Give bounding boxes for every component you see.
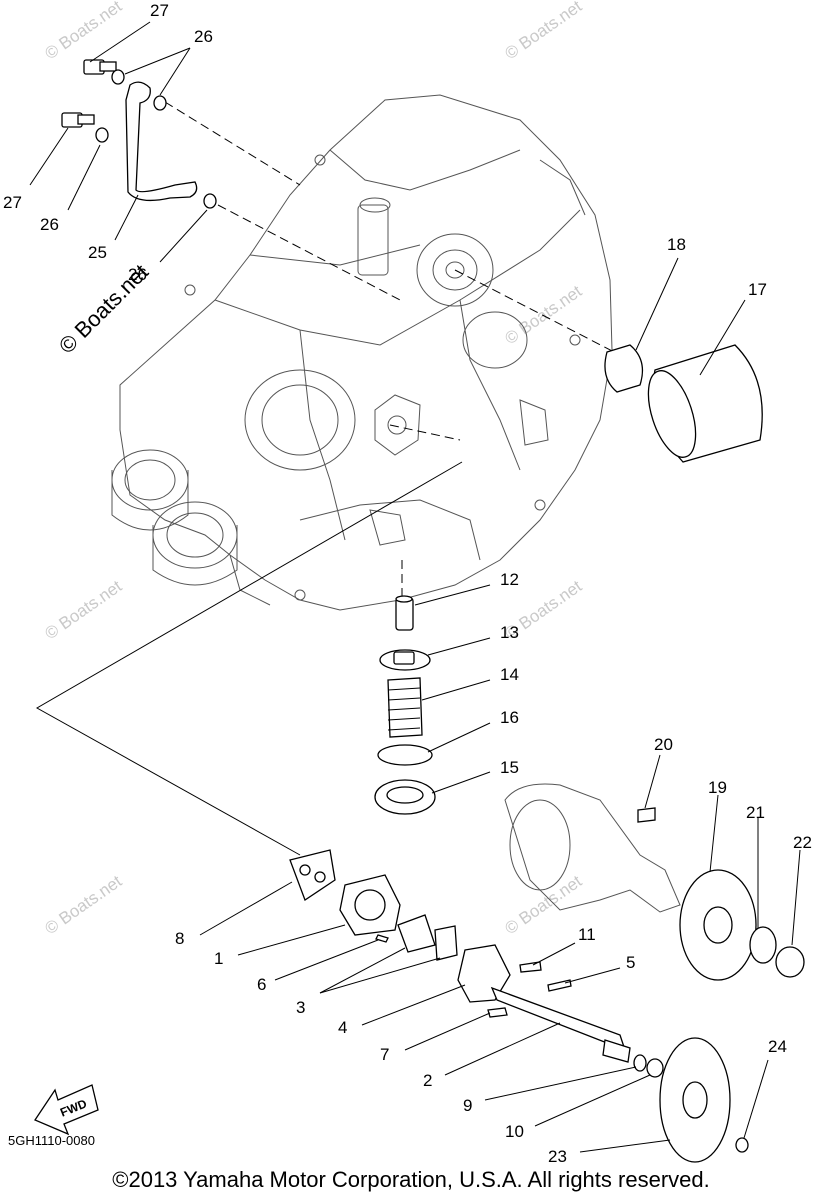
watermark: © Boats.net bbox=[501, 281, 585, 348]
oil-filter-group bbox=[604, 344, 763, 463]
washer-upper-a bbox=[111, 69, 125, 85]
oil-pump-cover-4 bbox=[457, 944, 511, 1003]
watermark: © Boats.net bbox=[41, 576, 125, 643]
callout-2: 2 bbox=[423, 1071, 432, 1090]
callout-25: 25 bbox=[88, 243, 107, 262]
copyright-notice: ©2013 Yamaha Motor Corporation, U.S.A. A… bbox=[112, 1167, 710, 1192]
callout-15: 15 bbox=[500, 758, 519, 777]
callout-24: 24 bbox=[768, 1037, 787, 1056]
watermark: © Boats.net bbox=[501, 871, 585, 938]
forward-arrow-icon: FWD bbox=[34, 1084, 99, 1136]
phantom-lines bbox=[35, 101, 621, 856]
callout-8: 8 bbox=[175, 929, 184, 948]
callout-labels: 27 26 27 26 25 26 18 17 12 13 14 16 15 2… bbox=[3, 1, 812, 1166]
callout-20: 20 bbox=[654, 735, 673, 754]
washer-lower-b bbox=[203, 193, 217, 209]
gasket-8 bbox=[289, 849, 336, 901]
callout-4: 4 bbox=[338, 1018, 347, 1037]
pipe-12 bbox=[395, 597, 414, 631]
callout-18: 18 bbox=[667, 235, 686, 254]
circlip-9 bbox=[633, 1054, 647, 1072]
callout-16: 16 bbox=[500, 708, 519, 727]
washer-21 bbox=[749, 926, 777, 964]
callout-13: 13 bbox=[500, 623, 519, 642]
screw-11 bbox=[519, 961, 542, 973]
pin-6 bbox=[375, 934, 389, 943]
pin-5 bbox=[547, 979, 572, 992]
impeller-shaft-group bbox=[504, 783, 805, 981]
callout-9: 9 bbox=[463, 1096, 472, 1115]
watermarks: © Boats.net © Boats.net © Boats.net © Bo… bbox=[41, 0, 585, 938]
callout-26: 26 bbox=[40, 215, 59, 234]
rotor-outer-3 bbox=[397, 914, 436, 953]
oil-filter-union-bolt bbox=[604, 344, 644, 393]
callout-11: 11 bbox=[578, 925, 596, 944]
callout-27: 27 bbox=[150, 1, 169, 20]
callout-12: 12 bbox=[500, 570, 519, 589]
callout-23: 23 bbox=[548, 1147, 567, 1166]
leader-lines bbox=[29, 21, 801, 1153]
nut-22 bbox=[775, 946, 805, 978]
callout-17: 17 bbox=[748, 280, 767, 299]
callout-3: 3 bbox=[296, 998, 305, 1017]
watermark: © Boats.net bbox=[41, 871, 125, 938]
washer-lower-a bbox=[95, 127, 109, 143]
callout-22: 22 bbox=[793, 833, 812, 852]
watermark: © Boats.net bbox=[501, 0, 585, 63]
spring-14 bbox=[387, 677, 423, 738]
callout-6: 6 bbox=[257, 975, 266, 994]
callout-14: 14 bbox=[500, 665, 519, 684]
watermark: © Boats.net bbox=[41, 0, 125, 63]
washer-10 bbox=[646, 1058, 664, 1078]
o-ring-16 bbox=[377, 744, 433, 766]
key-20 bbox=[637, 807, 656, 823]
callout-27: 27 bbox=[3, 193, 22, 212]
callout-5: 5 bbox=[626, 953, 635, 972]
union-bolt-upper-thread bbox=[99, 61, 117, 72]
oil-pipe-assembly bbox=[61, 59, 217, 209]
union-bolt-lower-thread bbox=[77, 114, 95, 125]
crankcase-illustration bbox=[111, 94, 613, 611]
callout-26: 26 bbox=[194, 27, 213, 46]
oil-pump-group bbox=[289, 849, 749, 1163]
callout-21: 21 bbox=[746, 803, 765, 822]
diagram-code: 5GH1110-0080 bbox=[8, 1133, 95, 1148]
callout-7: 7 bbox=[380, 1045, 389, 1064]
callout-10: 10 bbox=[505, 1122, 524, 1141]
screw-7 bbox=[487, 1007, 508, 1018]
oil-delivery-pipe bbox=[125, 81, 198, 202]
callout-1: 1 bbox=[214, 949, 223, 968]
circlip-24 bbox=[735, 1137, 749, 1153]
callout-19: 19 bbox=[708, 778, 727, 797]
strainer-group bbox=[374, 595, 436, 815]
callout-26: 26 bbox=[128, 265, 147, 284]
rotor-inner-3 bbox=[434, 925, 458, 961]
washer-upper-b bbox=[153, 95, 167, 111]
